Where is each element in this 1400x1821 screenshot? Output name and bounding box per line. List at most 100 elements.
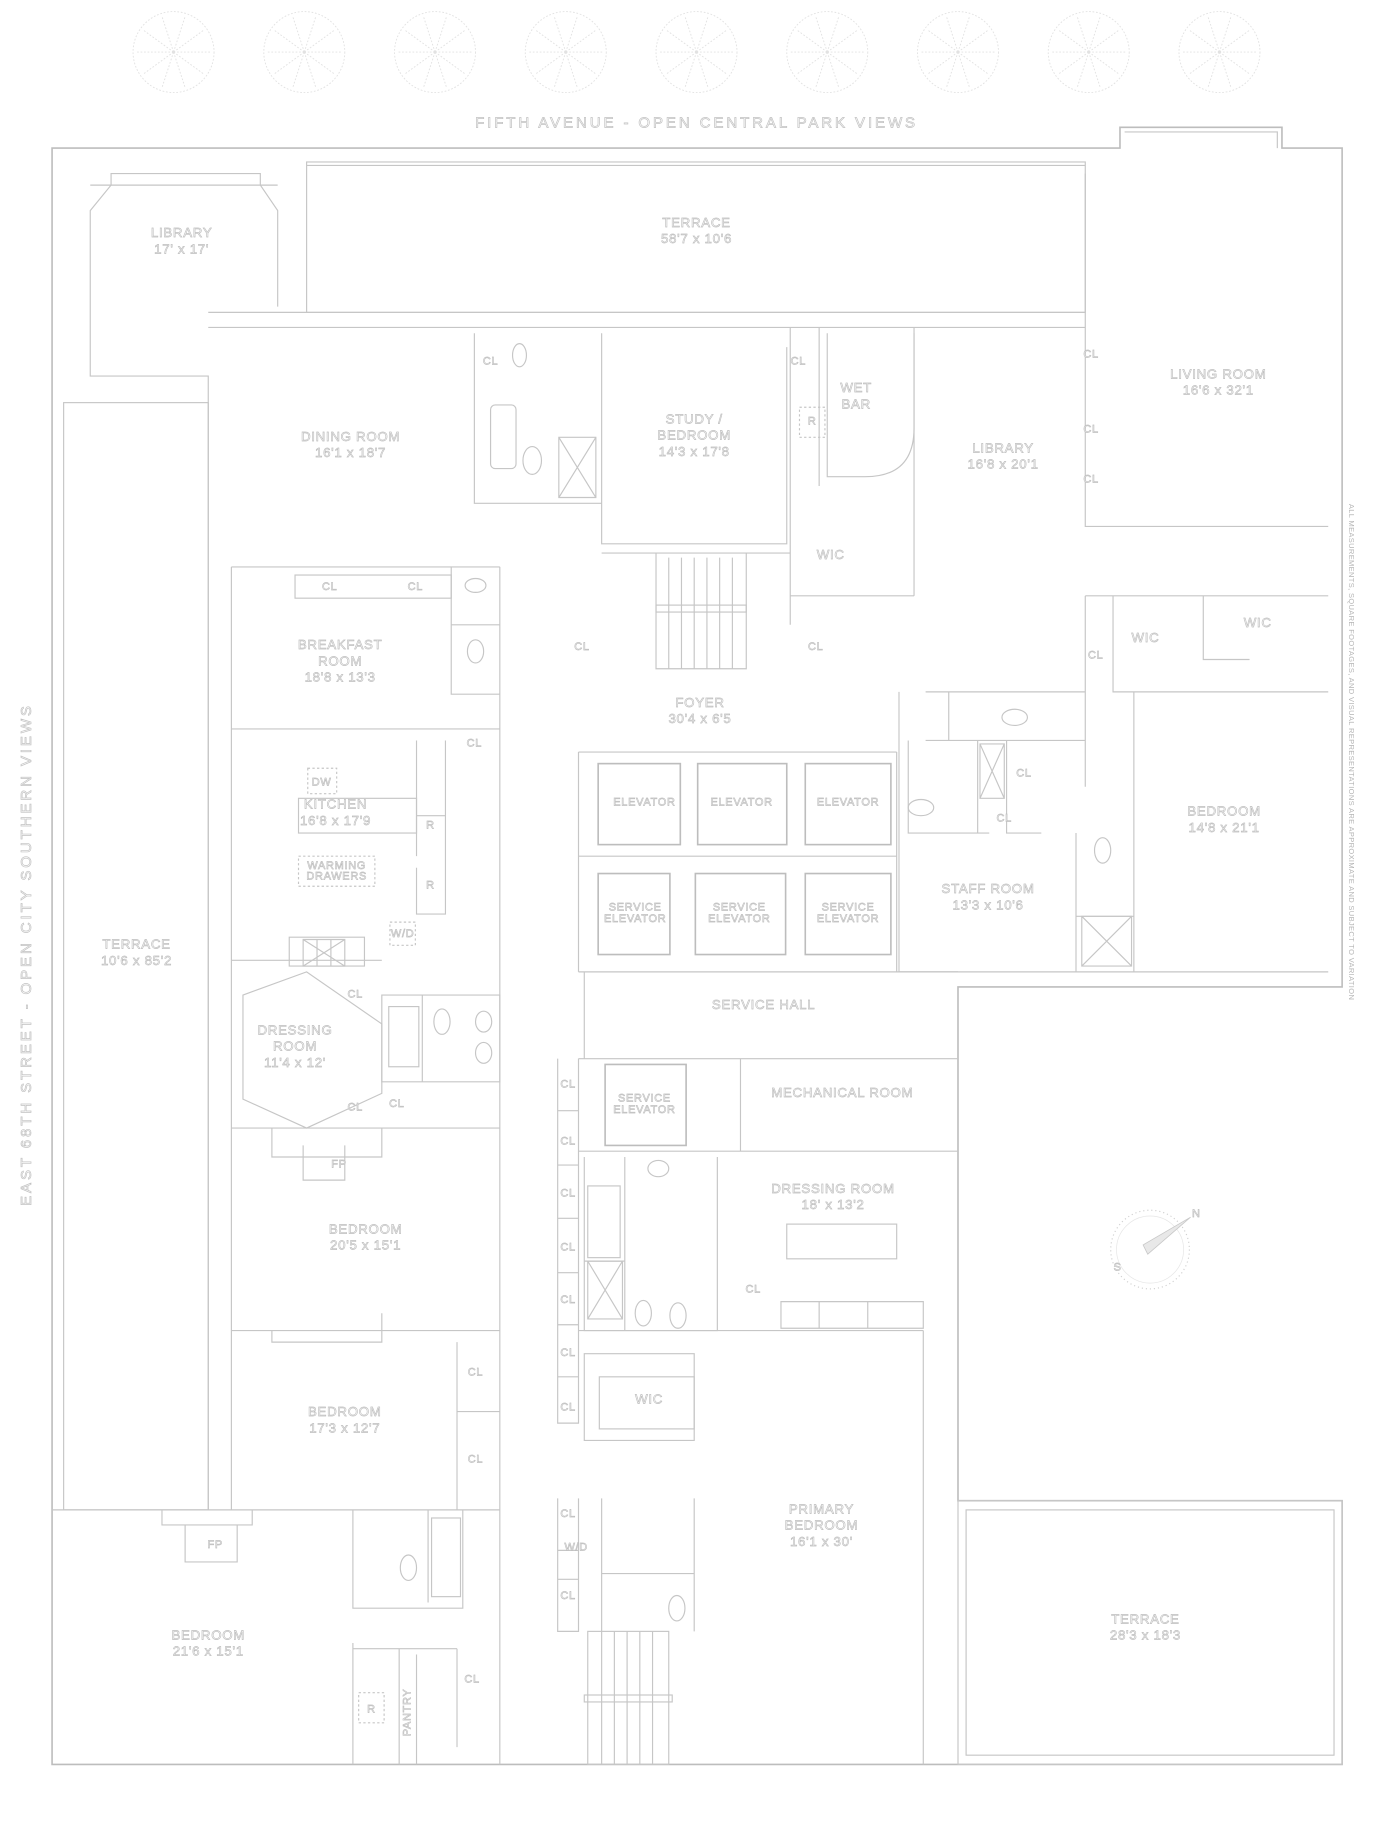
closet-label: CL	[560, 1401, 575, 1413]
room-dimensions: 16'1 x 30'	[790, 1534, 853, 1549]
closet-label: CL	[997, 812, 1012, 824]
closet-label: CL	[1083, 473, 1098, 485]
closet-label: CL	[560, 1187, 575, 1199]
room-name: WIC	[1244, 615, 1272, 630]
closet-label: CL	[1083, 424, 1098, 436]
room-name: SERVICE	[609, 902, 662, 914]
closet-label: CL	[560, 1079, 575, 1091]
room-name: SERVICE	[618, 1092, 671, 1104]
room-dimensions: 17'3 x 12'7	[309, 1420, 380, 1435]
room-name: STUDY /	[666, 411, 723, 426]
room-name: MECHANICAL ROOM	[771, 1085, 913, 1100]
room-name: ELEVATOR	[817, 796, 879, 808]
room-name: BEDROOM	[657, 428, 731, 443]
room-name: LIBRARY	[972, 440, 1034, 455]
room-dimensions: 28'3 x 18'3	[1110, 1627, 1181, 1642]
closet-label: CL	[464, 1673, 479, 1685]
closet-label: CL	[560, 1347, 575, 1359]
room-name: TERRACE	[662, 215, 730, 230]
closet-label: CL	[560, 1294, 575, 1306]
room-name: ELEVATOR	[710, 796, 772, 808]
closet-label: CL	[408, 581, 423, 593]
room-name: BREAKFAST	[298, 637, 383, 652]
room-name: SERVICE HALL	[712, 997, 815, 1012]
room-name: BEDROOM	[785, 1518, 859, 1533]
closet-label: CL	[347, 1102, 362, 1114]
room-dimensions: 17' x 17'	[154, 241, 209, 256]
room-dimensions: 20'5 x 15'1	[330, 1238, 401, 1253]
fireplace-label: FP	[207, 1539, 222, 1551]
room-name: LIBRARY	[151, 225, 213, 240]
room-name: WIC	[635, 1391, 663, 1406]
room-name: ELEVATOR	[604, 913, 666, 925]
dishwasher-label: DW	[312, 777, 332, 789]
closet-label: CL	[1016, 767, 1031, 779]
room-name: TERRACE	[1111, 1611, 1179, 1626]
tree-icon	[1047, 11, 1130, 94]
closet-label: CL	[560, 1242, 575, 1254]
compass: N S	[1110, 1208, 1200, 1290]
room-dimensions: 58'7 x 10'6	[661, 231, 732, 246]
closet-label: CL	[467, 737, 482, 749]
room-name: SERVICE	[822, 902, 875, 914]
refrigerator-label: R	[808, 416, 817, 428]
room-name: DINING ROOM	[301, 429, 400, 444]
room-dimensions: 30'4 x 6'5	[668, 711, 731, 726]
washer-dryer-label: W/D	[564, 1541, 587, 1553]
closet-label: CL	[347, 988, 362, 1000]
closet-label: CL	[791, 355, 806, 367]
street-label-west: EAST 68TH STREET - OPEN CITY SOUTHERN VI…	[18, 703, 35, 1206]
tree-icon	[263, 11, 346, 94]
closet-label: CL	[560, 1135, 575, 1147]
room-name: BEDROOM	[308, 1404, 382, 1419]
room-dimensions: 21'6 x 15'1	[173, 1644, 244, 1659]
tree-icon	[394, 11, 476, 94]
refrigerator-label: R	[426, 819, 435, 831]
room-name: ELEVATOR	[708, 913, 770, 925]
room-dimensions: 14'8 x 21'1	[1189, 820, 1260, 835]
closet-label: CL	[745, 1283, 760, 1295]
room-dimensions: 18' x 13'2	[802, 1197, 865, 1212]
closet-label: CL	[468, 1367, 483, 1379]
warming-drawers-label: WARMING	[307, 860, 366, 872]
tree-icon	[132, 11, 215, 94]
closet-label: CL	[808, 641, 823, 653]
closet-label: CL	[322, 581, 337, 593]
room-dimensions: 18'8 x 13'3	[305, 669, 376, 684]
street-label-north: FIFTH AVENUE - OPEN CENTRAL PARK VIEWS	[475, 114, 918, 131]
closet-label: CL	[574, 641, 589, 653]
tree-icon	[524, 11, 607, 94]
room-name: DRESSING ROOM	[771, 1181, 895, 1196]
room-dimensions: 13'3 x 10'6	[953, 897, 1024, 912]
room-name: PRIMARY	[789, 1501, 854, 1516]
closet-label: CL	[560, 1508, 575, 1520]
room-name: ROOM	[273, 1039, 317, 1054]
compass-south-label: S	[1114, 1261, 1122, 1273]
tree-icon	[917, 11, 999, 94]
tree-icon	[1178, 11, 1261, 94]
refrigerator-label: R	[426, 880, 435, 892]
room-name: ELEVATOR	[613, 796, 675, 808]
room-name: BEDROOM	[329, 1221, 403, 1236]
fixture-labels: CL CL CL CL CL CL CL CL CL CL CL CL CL CL CL CL CL CL CL CL…	[207, 348, 1103, 1736]
room-name: SERVICE	[713, 902, 766, 914]
room-name: ROOM	[318, 653, 362, 668]
warming-drawers-label: DRAWERS	[306, 870, 367, 882]
room-name: BEDROOM	[171, 1627, 245, 1642]
disclaimer: ALL MEASUREMENTS, SQUARE FOOTAGES, AND V…	[1347, 504, 1356, 1000]
walls	[51, 126, 1343, 1766]
room-dimensions: 10'6 x 85'2	[101, 953, 172, 968]
closet-label: CL	[1088, 649, 1103, 661]
tree-icon	[786, 11, 869, 94]
room-dimensions: 14'3 x 17'8	[659, 444, 730, 459]
trees	[132, 11, 1261, 94]
room-name: BAR	[841, 396, 870, 411]
closet-label: CL	[560, 1590, 575, 1602]
fixtures	[302, 343, 1133, 1622]
room-dimensions: 16'8 x 20'1	[968, 457, 1039, 472]
room-dimensions: 16'8 x 17'9	[300, 813, 371, 828]
room-dimensions: 11'4 x 12'	[264, 1055, 326, 1070]
room-name: FOYER	[675, 695, 724, 710]
